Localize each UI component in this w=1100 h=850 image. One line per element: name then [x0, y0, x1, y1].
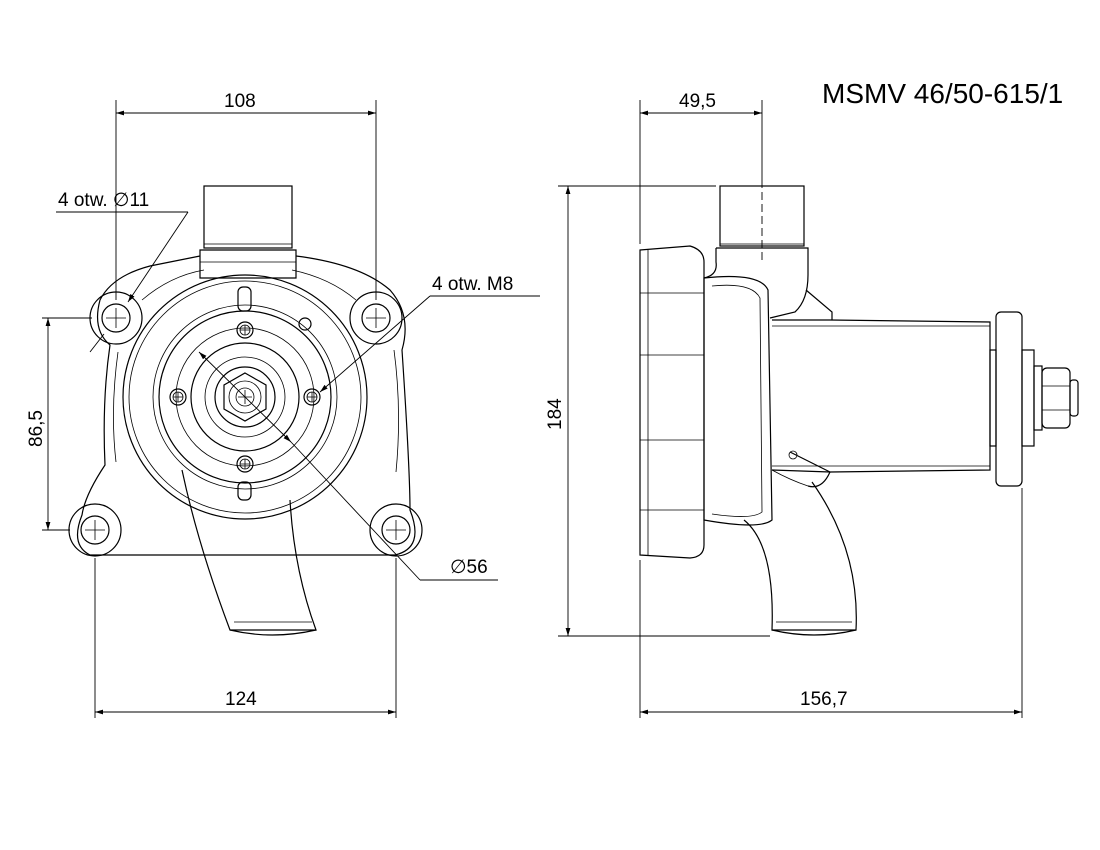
dim-side-height: 184 — [545, 398, 566, 430]
note-m8-holes: 4 otw. M8 — [432, 274, 513, 295]
pump-housing-outline — [76, 255, 416, 556]
dim-front-width-bottom: 124 — [225, 689, 257, 710]
inlet-elbow-side — [743, 481, 857, 631]
end-flange-plate — [995, 311, 1023, 487]
m8-holes — [169, 321, 321, 473]
dim-front-width-top: 108 — [224, 91, 256, 112]
outlet-nozzle — [199, 185, 297, 279]
end-flange-ring — [989, 349, 997, 447]
note-flange-diameter: ∅56 — [450, 557, 488, 578]
side-view: 49,5 184 156,7 — [545, 91, 1079, 718]
drawing-title: MSMV 46/50-615/1 — [822, 78, 1063, 109]
mounting-holes — [68, 291, 423, 557]
note-mounting-holes: 4 otw. ∅11 — [58, 190, 149, 211]
motor-body-side — [771, 319, 991, 473]
pump-cover-side — [703, 275, 773, 526]
inlet-elbow — [181, 469, 317, 631]
end-nut — [1041, 367, 1071, 429]
front-view: 108 124 86,5 4 otw. ∅11 4 otw. M8 ∅56 — [26, 91, 540, 718]
dim-front-hole-spacing: 86,5 — [26, 410, 47, 447]
volute-body-side — [639, 245, 705, 559]
volute-outer-circle — [122, 274, 368, 520]
dim-side-nozzle-offset: 49,5 — [679, 91, 716, 112]
dim-side-length: 156,7 — [800, 689, 848, 710]
